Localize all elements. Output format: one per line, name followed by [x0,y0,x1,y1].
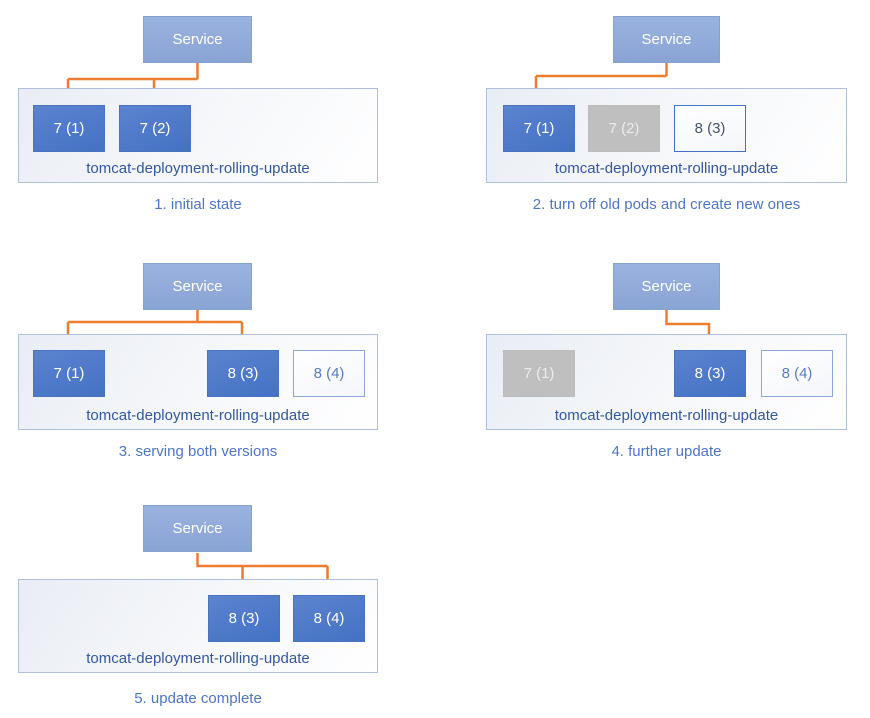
service-label: Service [172,31,223,48]
pod-7-1: 7 (1) [503,105,575,152]
service-label: Service [641,278,692,295]
pod-label: 7 (1) [53,365,85,382]
pod-label: 8 (3) [228,610,260,627]
pod-7-2: 7 (2) [588,105,660,152]
deployment-label: tomcat-deployment-rolling-update [554,407,779,424]
pod-8-3: 8 (3) [674,350,746,397]
deployment-label: tomcat-deployment-rolling-update [554,160,779,177]
pod-8-3: 8 (3) [674,105,746,152]
pod-8-3: 8 (3) [208,595,280,642]
deployment-label: tomcat-deployment-rolling-update [86,407,310,424]
panel-caption: 2. turn off old pods and create new ones [532,196,801,213]
pod-label: 8 (3) [227,365,259,382]
panel-caption: 1. initial state [154,196,242,213]
pod-7-1: 7 (1) [33,350,105,397]
panel-update-complete: Service 8 (3) 8 (4) tomcat-deployment-ro… [0,490,435,718]
pod-label: 8 (3) [694,120,726,137]
pod-label: 7 (1) [523,365,555,382]
pod-label: 7 (1) [53,120,85,137]
deployment-box: 7 (1) 7 (2) tomcat-deployment-rolling-up… [18,88,378,183]
deployment-box: 7 (1) 8 (3) 8 (4) tomcat-deployment-roll… [18,334,378,430]
pod-7-1: 7 (1) [503,350,575,397]
panel-serving-both-versions: Service 7 (1) 8 (3) 8 (4) tomcat-deploym… [0,240,435,480]
service-box: Service [143,263,252,310]
service-label: Service [172,278,223,295]
panel-caption: 5. update complete [134,690,262,707]
deployment-box: 8 (3) 8 (4) tomcat-deployment-rolling-up… [18,579,378,673]
pod-label: 8 (4) [781,365,813,382]
service-box: Service [613,16,720,63]
service-label: Service [172,520,223,537]
pod-7-1: 7 (1) [33,105,105,152]
deployment-label: tomcat-deployment-rolling-update [86,650,310,667]
panel-caption: 3. serving both versions [118,443,278,460]
service-box: Service [143,505,252,552]
service-box: Service [613,263,720,310]
pod-label: 8 (3) [694,365,726,382]
service-box: Service [143,16,252,63]
pod-7-2: 7 (2) [119,105,191,152]
pod-8-4: 8 (4) [293,595,365,642]
pod-8-4: 8 (4) [761,350,833,397]
pod-label: 8 (4) [313,365,345,382]
panel-turn-off-old-pods: Service 7 (1) 7 (2) 8 (3) tomcat-deploym… [435,0,870,240]
deployment-box: 7 (1) 8 (3) 8 (4) tomcat-deployment-roll… [486,334,847,430]
panel-initial-state: Service 7 (1) 7 (2) tomcat-deployment-ro… [0,0,435,240]
service-label: Service [641,31,692,48]
pod-label: 7 (2) [608,120,640,137]
deployment-box: 7 (1) 7 (2) 8 (3) tomcat-deployment-roll… [486,88,847,183]
pod-8-4: 8 (4) [293,350,365,397]
pod-label: 8 (4) [313,610,345,627]
panel-further-update: Service 7 (1) 8 (3) 8 (4) tomcat-deploym… [435,240,870,480]
pod-8-3: 8 (3) [207,350,279,397]
deployment-label: tomcat-deployment-rolling-update [86,160,310,177]
panel-caption: 4. further update [611,443,722,460]
pod-label: 7 (2) [139,120,171,137]
pod-label: 7 (1) [523,120,555,137]
